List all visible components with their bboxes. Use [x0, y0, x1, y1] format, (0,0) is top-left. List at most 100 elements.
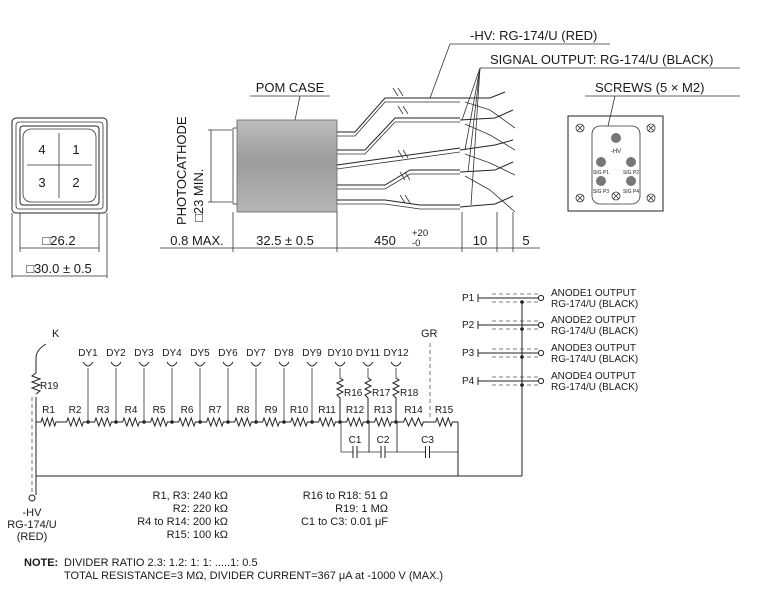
rear-sig-p3-label: SIG P3 [593, 189, 609, 195]
dynode-label-dy9: DY9 [302, 348, 322, 359]
screws-leader [607, 95, 616, 127]
dynode-symbol-dy3 [138, 361, 150, 367]
dim-case-label: 32.5 ± 0.5 [256, 233, 314, 248]
value-c1-c3: C1 to C3: 0.01 μF [301, 516, 388, 528]
photocathode-label: PHOTOCATHODE [174, 116, 189, 225]
rear-sig-p2-pin [626, 157, 636, 167]
resistor-r18 [391, 377, 401, 422]
dynode-node-dy4 [170, 420, 174, 424]
resistor-r1 [36, 416, 61, 428]
hv-cable-leader [429, 43, 451, 99]
resistor-r4 [117, 416, 145, 428]
value-r15: R15: 100 kΩ [167, 529, 228, 541]
rear-outer-square [567, 115, 664, 212]
dynode-label-dy12: DY12 [383, 348, 408, 359]
dim-window-label: 0.8 MAX. [170, 233, 223, 248]
anode-cable-p1: RG-174/U (BLACK) [551, 299, 638, 310]
anode-pin-p1: P1 [462, 293, 475, 304]
anode-label-p3: ANODE3 OUTPUT [551, 343, 636, 354]
resistor-label-r14: R14 [404, 405, 423, 416]
resistor-r8 [229, 416, 257, 428]
rear-sig-p1-label: SIG P1 [593, 170, 609, 176]
resistor-r7 [201, 416, 229, 428]
resistor-label-r16: R16 [344, 388, 363, 399]
resistor-label-r2: R2 [69, 405, 82, 416]
dynode-node-dy1 [86, 420, 90, 424]
dynode-symbol-dy10 [334, 361, 346, 367]
note-block: NOTE: DIVIDER RATIO 2.3: 1.2: 1: 1: ....… [24, 557, 443, 582]
rear-pin-plate [591, 125, 641, 205]
dim-outer-label: □30.0 ± 0.5 [26, 261, 92, 276]
resistor-label-r10: R10 [290, 405, 309, 416]
anode-label-p4: ANODE4 OUTPUT [551, 371, 636, 382]
capacitor-label-c2: C2 [377, 435, 390, 446]
resistor-label-r6: R6 [181, 405, 194, 416]
rear-sig-p4-pin [626, 176, 636, 186]
cathode-symbol [35, 343, 47, 359]
pom-case-body [236, 119, 338, 213]
note-line-1: DIVIDER RATIO 2.3: 1.2: 1: 1: .....1: 0.… [64, 557, 258, 569]
dynode-label-dy7: DY7 [246, 348, 266, 359]
resistor-label-r13: R13 [374, 405, 393, 416]
resistor-r15 [430, 416, 458, 428]
screw-icons [575, 123, 656, 203]
rear-sig-p4-label: SIG P4 [623, 189, 639, 195]
front-rim [15, 121, 104, 210]
dim-inner-label: □26.2 [42, 233, 75, 248]
rear-hv-label: -HV [611, 149, 621, 155]
pom-case-leader [294, 95, 301, 121]
resistor-r14 [397, 416, 430, 428]
anode-pin-p4: P4 [462, 376, 475, 387]
screws-label: SCREWS (5 × M2) [595, 80, 704, 95]
resistor-label-r18: R18 [400, 388, 419, 399]
dim-strip2-label: 5 [522, 233, 529, 248]
dynode-symbol-dy7 [250, 361, 262, 367]
hv-label: -HV [23, 507, 43, 519]
hv-cable-label: -HV: RG-174/U (RED) [470, 28, 597, 43]
dynode-label-dy2: DY2 [106, 348, 126, 359]
resistor-r10 [285, 416, 313, 428]
front-pin-2: 2 [72, 175, 79, 190]
dynode-symbol-dy6 [222, 361, 234, 367]
rear-sig-p1-pin [596, 157, 606, 167]
dynode-symbol-dy2 [110, 361, 122, 367]
front-outer-square [11, 117, 108, 214]
dynode-label-dy10: DY10 [327, 348, 352, 359]
dynode-node-dy5 [198, 420, 202, 424]
resistor-r2 [61, 416, 89, 428]
resistor-r13 [369, 416, 397, 428]
value-r2: R2: 220 kΩ [173, 503, 228, 515]
signal-leader-2 [464, 67, 481, 151]
anode-connector-p3 [537, 349, 545, 357]
r19-resistor [30, 372, 42, 395]
note-line-2: TOTAL RESISTANCE=3 MΩ, DIVIDER CURRENT=3… [64, 570, 443, 582]
resistor-r9 [257, 416, 285, 428]
resistor-label-r12: R12 [346, 405, 365, 416]
dim-cable-tol-plus: +20 [412, 228, 428, 239]
dynode-symbol-dy12 [390, 361, 402, 367]
anode-cable-p3: RG-174/U (BLACK) [551, 354, 638, 365]
resistor-label-r8: R8 [237, 405, 250, 416]
anode-pin-p2: P2 [462, 320, 475, 331]
r19-label: R19 [40, 381, 59, 392]
capacitor-label-c1: C1 [349, 435, 362, 446]
hv-cable-type: RG-174/U [7, 519, 57, 531]
resistor-r16 [335, 377, 345, 422]
component-values: R1, R3: 240 kΩ R2: 220 kΩ R4 to R14: 200… [137, 490, 388, 541]
resistor-label-r11: R11 [318, 405, 336, 416]
pom-case-label: POM CASE [256, 80, 325, 95]
anode-connector-p2 [537, 321, 545, 329]
dim-cable-tol-minus: -0 [412, 238, 420, 249]
value-r1-r3: R1, R3: 240 kΩ [153, 490, 228, 502]
note-title: NOTE: [24, 557, 58, 569]
cathode-label: K [52, 328, 60, 340]
resistor-label-r4: R4 [125, 405, 138, 416]
resistor-r3 [89, 416, 117, 428]
resistor-label-r3: R3 [97, 405, 110, 416]
resistor-label-r17: R17 [372, 388, 391, 399]
resistor-r12 [341, 416, 369, 428]
